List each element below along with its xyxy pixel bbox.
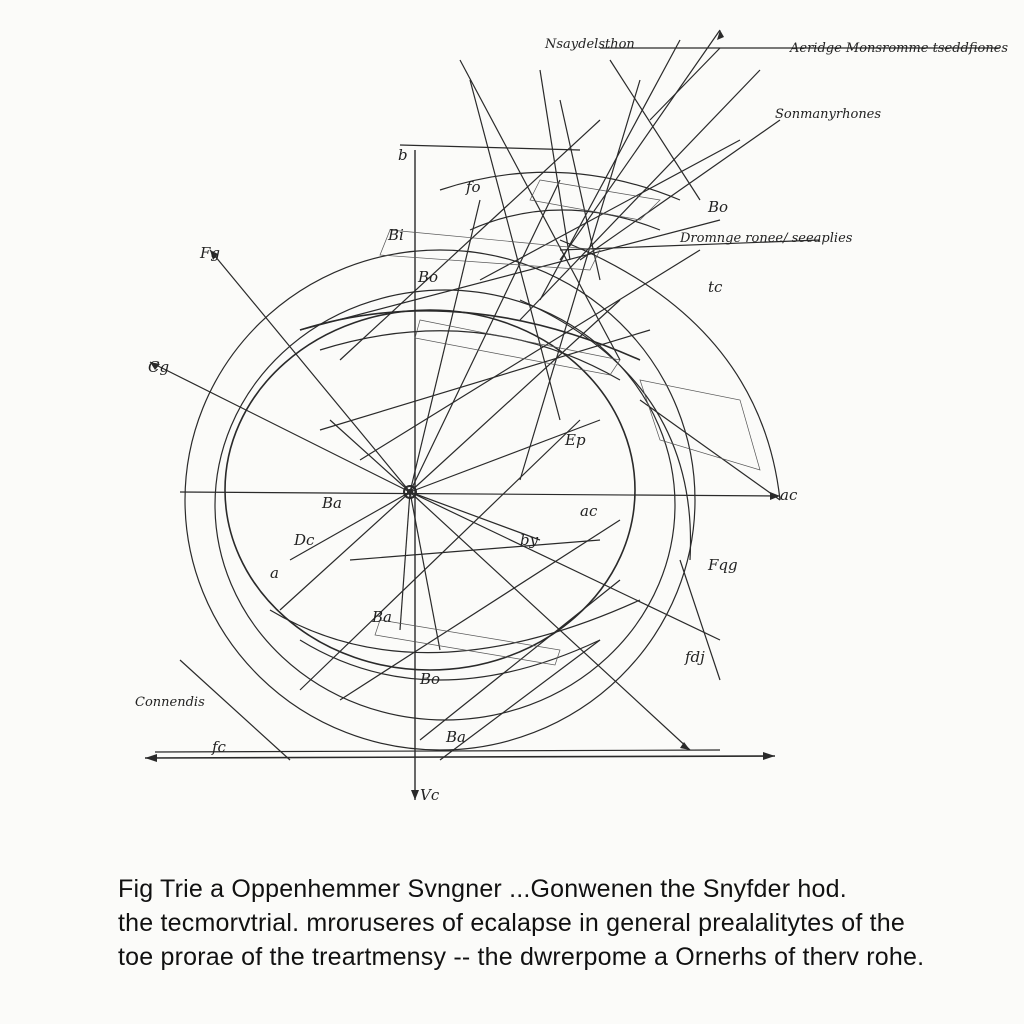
figure-caption: Fig Trie a Oppenhemmer Svngner ...Gonwen… bbox=[118, 872, 998, 974]
rays bbox=[299, 29, 821, 481]
label-fg: Fg bbox=[199, 244, 220, 262]
horizontal-axis bbox=[179, 491, 781, 497]
label-ba: Ba bbox=[321, 494, 342, 512]
label-fc: fc bbox=[211, 738, 227, 756]
label-ac2: ac bbox=[580, 502, 598, 520]
baseline bbox=[144, 755, 776, 759]
lower-arc-2 bbox=[299, 639, 601, 681]
inner-ring bbox=[224, 309, 636, 671]
label-ba3: Ba bbox=[445, 728, 466, 746]
arrowheads bbox=[145, 30, 780, 800]
caption-line-1: Fig Trie a Oppenhemmer Svngner ...Gonwen… bbox=[118, 875, 847, 903]
label-dc: Dc bbox=[293, 531, 315, 549]
caption-line-2: the tecmorvtrial. mroruseres of ecalapse… bbox=[118, 909, 905, 937]
label-ac: ac bbox=[780, 486, 798, 504]
label-bi: Bi bbox=[387, 226, 404, 244]
label-tc: tc bbox=[708, 278, 723, 296]
label-ba2: Ba bbox=[371, 608, 392, 626]
right-arc bbox=[559, 239, 781, 501]
spokes bbox=[149, 179, 721, 751]
label-top-a: Nsaydelsthon bbox=[544, 37, 635, 52]
label-bo3: Bo bbox=[419, 670, 440, 688]
top-guide-2 bbox=[649, 47, 721, 121]
label-fdj: fdj bbox=[684, 648, 705, 666]
baseline-2 bbox=[154, 749, 721, 753]
lower-arc bbox=[269, 599, 641, 654]
label-top-c: Sonmanyrhones bbox=[775, 107, 881, 122]
label-a: a bbox=[270, 564, 279, 582]
label-fqg: Fqg bbox=[707, 556, 738, 574]
label-b: b bbox=[398, 146, 408, 164]
label-ep: Ep bbox=[564, 431, 586, 449]
label-cg: Cg bbox=[148, 358, 169, 376]
label-top-b: Aeridge Monsromme tseddfiones bbox=[789, 41, 1008, 56]
label-by: by bbox=[520, 531, 539, 549]
lower-lines bbox=[179, 399, 781, 761]
construction-lines bbox=[144, 29, 1000, 800]
label-bo2: Bo bbox=[707, 198, 728, 216]
top-h-line bbox=[399, 144, 581, 151]
center-point bbox=[403, 485, 417, 499]
sweep-arc-2 bbox=[319, 330, 621, 381]
hatching bbox=[374, 179, 761, 666]
label-top-d: Dromnge ronee/ seeaplies bbox=[679, 231, 853, 246]
label-connendis: Connendis bbox=[135, 695, 205, 710]
caption-line-3: toe prorae of the treartmensy -- the dwr… bbox=[118, 943, 925, 971]
diagram-labels: Nsaydelsthon Aeridge Monsromme tseddfion… bbox=[135, 37, 1008, 804]
label-vc: Vc bbox=[420, 786, 440, 804]
right-arc-2 bbox=[519, 299, 692, 561]
outer-ring bbox=[184, 249, 696, 751]
diagram-canvas: Nsaydelsthon Aeridge Monsromme tseddfion… bbox=[135, 29, 1008, 804]
label-fo: fo bbox=[465, 178, 481, 196]
label-bo: Bo bbox=[417, 268, 438, 286]
